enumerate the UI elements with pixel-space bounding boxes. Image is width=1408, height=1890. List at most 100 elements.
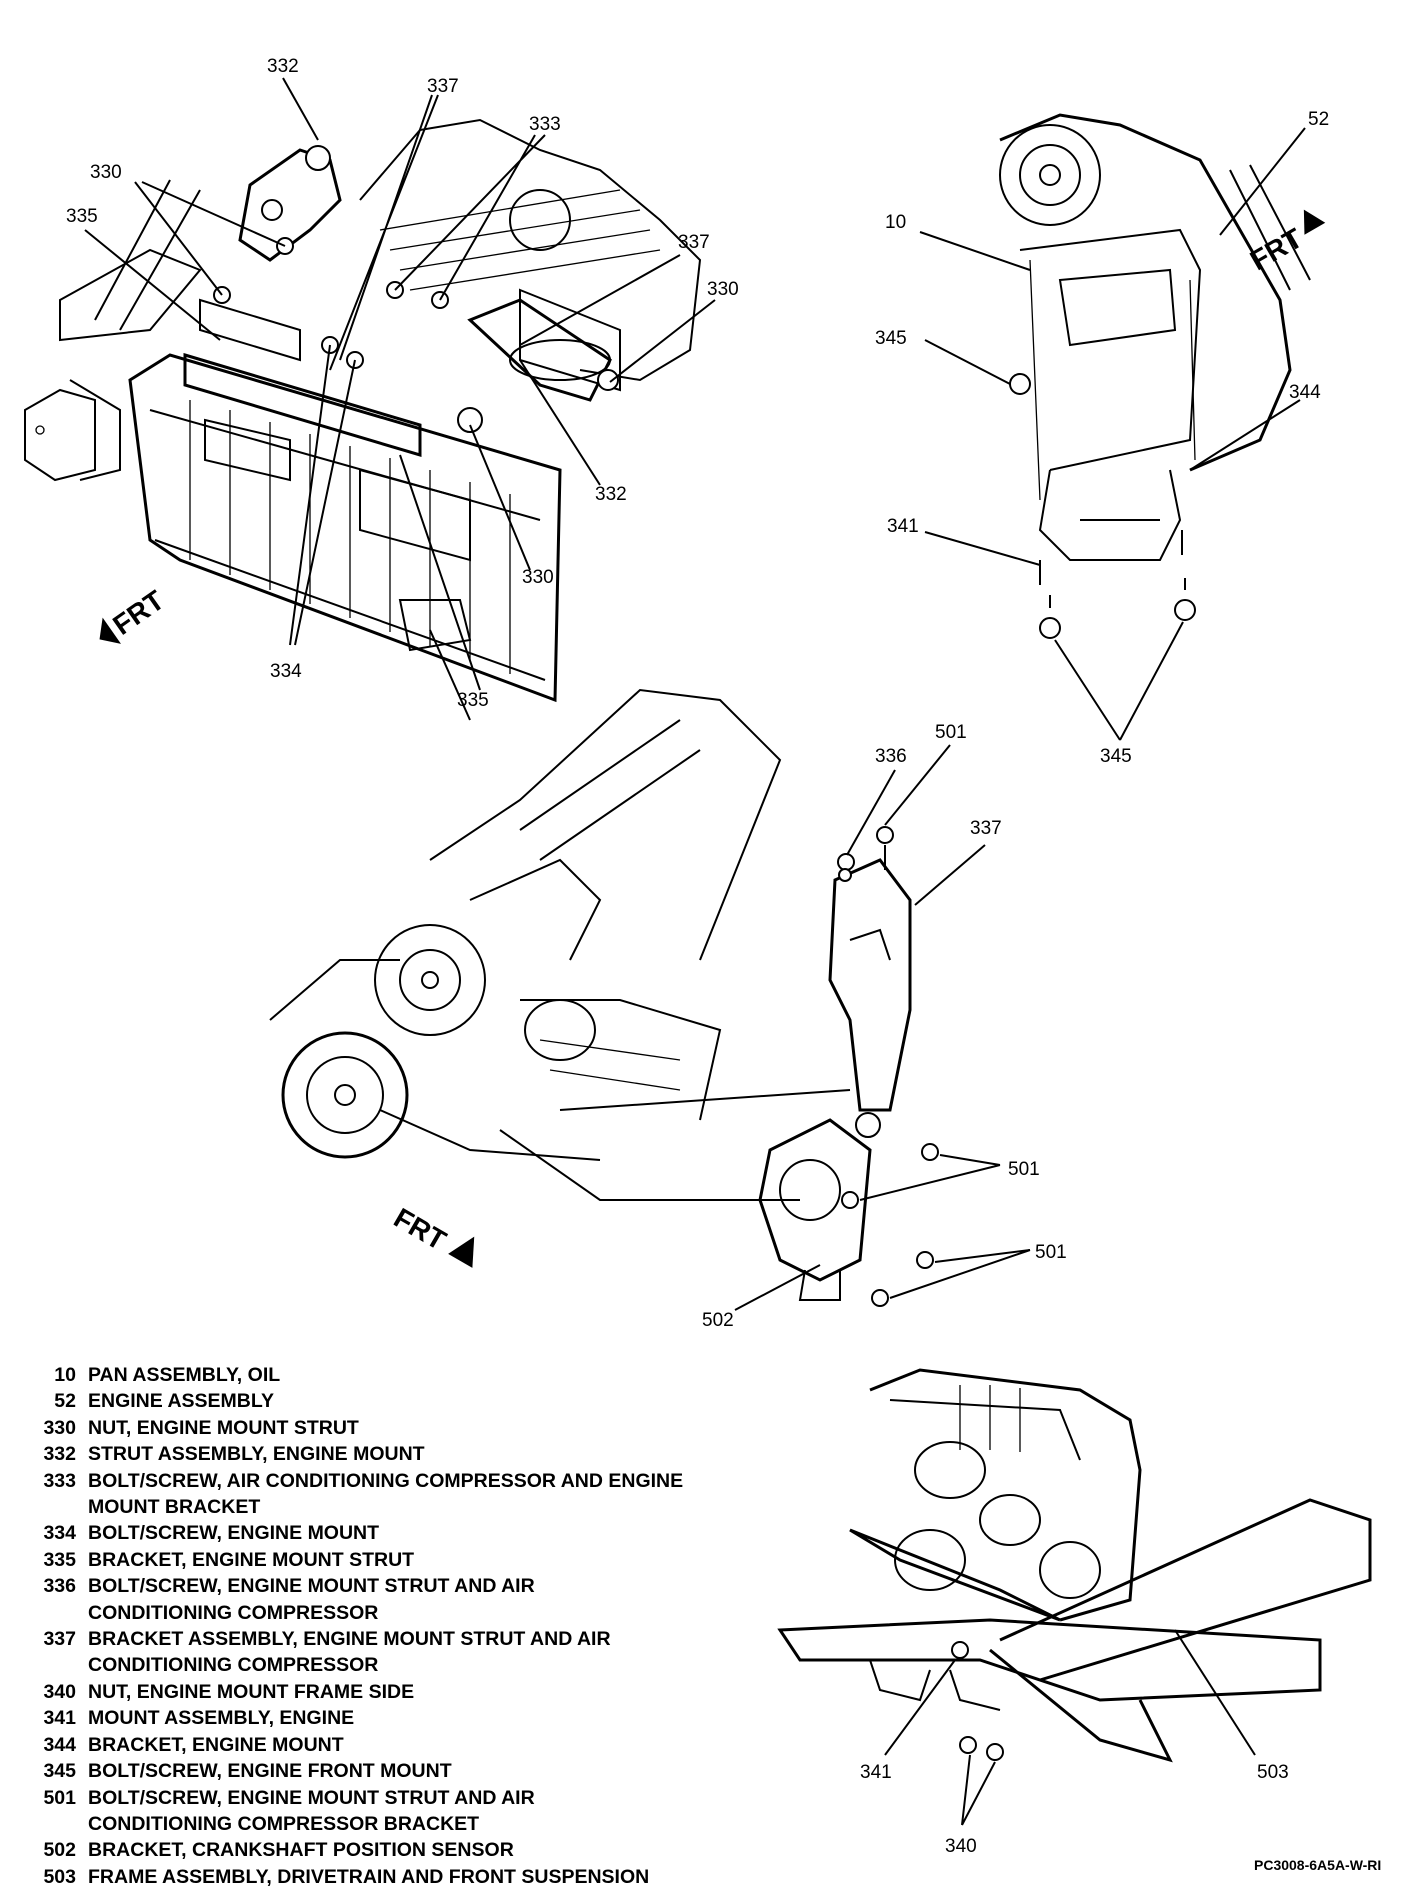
fasteners-bottom-right	[951, 1641, 1004, 1761]
callout-330: 330	[90, 162, 122, 183]
legend-item: 52 ENGINE ASSEMBLY	[18, 1388, 798, 1414]
callout-334: 334	[270, 661, 302, 682]
frt-label: FRT	[389, 1202, 452, 1256]
legend-number: 52	[54, 1390, 76, 1413]
callout-502: 502	[702, 1310, 734, 1331]
legend-item: 332 STRUT ASSEMBLY, ENGINE MOUNT	[18, 1441, 798, 1467]
legend-number: 345	[43, 1760, 76, 1783]
callout-340: 340	[945, 1836, 977, 1857]
fasteners-top-right	[1009, 373, 1196, 639]
legend-item: 502 BRACKET, CRANKSHAFT POSITION SENSOR	[18, 1837, 798, 1863]
legend-item: 10 PAN ASSEMBLY, OIL	[18, 1362, 798, 1388]
callout-337: 337	[427, 76, 459, 97]
legend-description: NUT, ENGINE MOUNT STRUT	[88, 1416, 359, 1439]
leader-lines-middle	[734, 744, 1031, 1311]
legend-number: 501	[43, 1786, 76, 1809]
engine-drawing-top	[359, 118, 702, 392]
callout-341-bottom: 341	[860, 1762, 892, 1783]
legend-item: 340 NUT, ENGINE MOUNT FRAME SIDE	[18, 1679, 798, 1705]
legend-number: 503	[43, 1865, 76, 1888]
callout-330-right: 330	[707, 279, 739, 300]
legend-description: BOLT/SCREW, ENGINE MOUNT STRUT AND AIR C…	[88, 1786, 535, 1835]
leader-lines-bottom-right	[884, 1629, 1256, 1826]
legend-number: 340	[43, 1680, 76, 1703]
legend-description: BRACKET, ENGINE MOUNT	[88, 1733, 344, 1756]
view-top-right: FRT 52 10 345 344 341 345	[875, 109, 1329, 767]
legend-item: 336 BOLT/SCREW, ENGINE MOUNT STRUT AND AI…	[18, 1573, 798, 1626]
callout-336: 336	[875, 746, 907, 767]
legend-number: 334	[43, 1522, 76, 1545]
callout-337-right: 337	[678, 232, 710, 253]
view-middle: FRT 501 336 337 501 501 502	[269, 688, 1067, 1331]
legend-number: 333	[43, 1469, 76, 1492]
legend-description: BOLT/SCREW, ENGINE MOUNT STRUT AND AIR C…	[88, 1575, 535, 1624]
legend-description: BRACKET ASSEMBLY, ENGINE MOUNT STRUT AND…	[88, 1628, 611, 1677]
engine-mount-strut-drawing	[238, 145, 619, 402]
legend-description: BOLT/SCREW, ENGINE FRONT MOUNT	[88, 1760, 452, 1783]
callout-10: 10	[885, 212, 906, 233]
engine-frame-drawing	[777, 1368, 1372, 1763]
leader-lines-top-left	[84, 77, 716, 691]
view-top-left: FRT 332 337 333 330 335 337 330 332 330 …	[24, 56, 739, 721]
legend-description: NUT, ENGINE MOUNT FRAME SIDE	[88, 1680, 415, 1703]
frt-arrow-icon-middle: FRT	[389, 1202, 475, 1268]
legend-description: BOLT/SCREW, AIR CONDITIONING COMPRESSOR …	[88, 1469, 684, 1519]
legend-item: 337 BRACKET ASSEMBLY, ENGINE MOUNT STRUT …	[18, 1626, 798, 1679]
callout-503: 503	[1257, 1762, 1289, 1783]
callout-501-top: 501	[935, 722, 967, 743]
legend-item: 501 BOLT/SCREW, ENGINE MOUNT STRUT AND AI…	[18, 1785, 798, 1838]
legend-description: MOUNT ASSEMBLY, ENGINE	[88, 1707, 355, 1730]
callout-344: 344	[1289, 382, 1321, 403]
callout-332-lower: 332	[595, 484, 627, 505]
callout-335: 335	[66, 206, 98, 227]
fasteners-middle	[838, 826, 939, 1307]
legend-item: 333 BOLT/SCREW, AIR CONDITIONING COMPRESS…	[18, 1468, 798, 1521]
ac-bracket-drawing	[758, 853, 912, 1301]
callout-501-mid: 501	[1008, 1159, 1040, 1180]
callout-335-lower: 335	[457, 690, 489, 711]
callout-332: 332	[267, 56, 299, 77]
legend-number: 336	[43, 1575, 76, 1598]
legend-number: 341	[43, 1707, 76, 1730]
legend-item: 344 BRACKET, ENGINE MOUNT	[18, 1732, 798, 1758]
callout-501-low: 501	[1035, 1242, 1067, 1263]
callout-52: 52	[1308, 109, 1329, 130]
legend-number: 502	[43, 1839, 76, 1862]
legend-item: 330 NUT, ENGINE MOUNT STRUT	[18, 1415, 798, 1441]
legend-item: 503 FRAME ASSEMBLY, DRIVETRAIN AND FRONT …	[18, 1864, 798, 1890]
frt-label: FRT	[1245, 222, 1308, 276]
legend-description: ENGINE ASSEMBLY	[88, 1390, 275, 1413]
callout-330-lower: 330	[522, 567, 554, 588]
legend-number: 332	[43, 1443, 76, 1466]
legend-description: BOLT/SCREW, ENGINE MOUNT	[88, 1522, 380, 1545]
engine-front-drawing	[999, 113, 1311, 561]
legend-item: 341 MOUNT ASSEMBLY, ENGINE	[18, 1705, 798, 1731]
legend-item: 334 BOLT/SCREW, ENGINE MOUNT	[18, 1520, 798, 1546]
callout-345-lower: 345	[1100, 746, 1132, 767]
legend-description: PAN ASSEMBLY, OIL	[88, 1364, 281, 1386]
leader-lines-top-right	[919, 127, 1306, 741]
radiator-drawing	[24, 179, 562, 721]
legend-number: 344	[43, 1733, 76, 1756]
frt-label: FRT	[107, 584, 169, 641]
legend-description: STRUT ASSEMBLY, ENGINE MOUNT	[88, 1443, 425, 1466]
legend-number: 337	[43, 1628, 76, 1651]
legend-number: 10	[54, 1364, 76, 1386]
legend-number: 335	[43, 1548, 76, 1571]
callout-345: 345	[875, 328, 907, 349]
view-bottom-right: 503 341 340	[777, 1368, 1372, 1857]
legend-description: FRAME ASSEMBLY, DRIVETRAIN AND FRONT SUS…	[88, 1865, 650, 1888]
legend-item: 345 BOLT/SCREW, ENGINE FRONT MOUNT	[18, 1758, 798, 1784]
frt-arrow-icon: FRT	[99, 584, 170, 644]
drawing-code: PC3008-6A5A-W-RI	[1254, 1857, 1381, 1873]
legend-description: BRACKET, ENGINE MOUNT STRUT	[88, 1548, 415, 1571]
legend-number: 330	[43, 1416, 76, 1439]
frt-arrow-icon-right: FRT	[1245, 209, 1326, 276]
callout-341: 341	[887, 516, 919, 537]
legend-description: BRACKET, CRANKSHAFT POSITION SENSOR	[88, 1839, 514, 1862]
legend-item: 335 BRACKET, ENGINE MOUNT STRUT	[18, 1547, 798, 1573]
callout-337-middle: 337	[970, 818, 1002, 839]
callout-333: 333	[529, 114, 561, 135]
